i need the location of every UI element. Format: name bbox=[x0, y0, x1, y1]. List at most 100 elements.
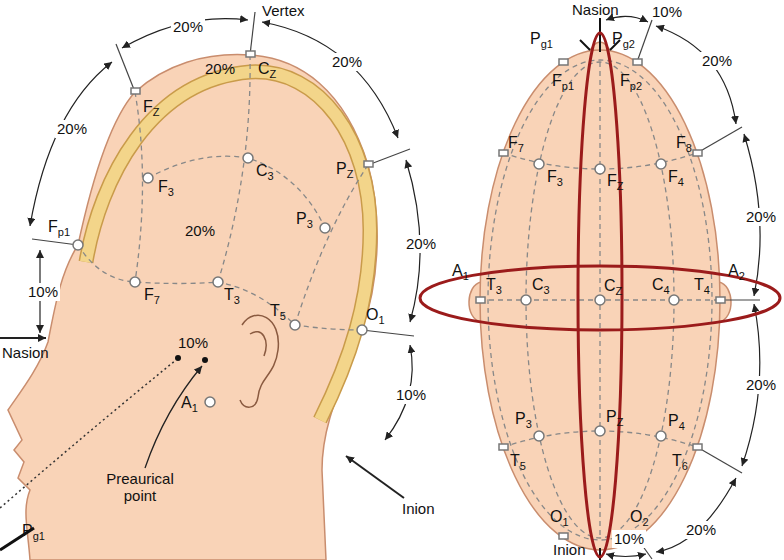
measure-tick bbox=[637, 20, 760, 559]
electrode bbox=[476, 297, 485, 303]
electrode-subscript: 3 bbox=[496, 284, 502, 296]
measure-tick bbox=[697, 447, 742, 473]
landmark-label: Nasion bbox=[572, 1, 619, 19]
ear bbox=[240, 315, 278, 407]
electrode-label: T3 bbox=[224, 286, 240, 305]
electrode-label: CZ bbox=[258, 60, 276, 79]
electrode-subscript: 8 bbox=[686, 142, 692, 154]
electrode-letter: O bbox=[366, 306, 378, 323]
head-top bbox=[469, 42, 731, 550]
electrode-subscript: 1 bbox=[378, 314, 384, 326]
measure-tick bbox=[250, 12, 255, 55]
electrode bbox=[364, 161, 373, 167]
electrode-label: A2 bbox=[728, 262, 745, 281]
highlight-oval bbox=[420, 266, 780, 330]
electrode-subscript: 4 bbox=[678, 176, 684, 188]
landmark-label: Inion bbox=[402, 500, 435, 518]
electrode-label: PZ bbox=[336, 160, 353, 179]
landmark-label: Vertex bbox=[262, 2, 305, 20]
percent-label: 20% bbox=[744, 376, 778, 394]
percent-label: 20% bbox=[205, 60, 235, 78]
electrode-subscript: 4 bbox=[679, 420, 685, 432]
electrode-label: FZ bbox=[143, 98, 160, 117]
electrode-subscript: Z bbox=[347, 168, 354, 180]
electrode-subscript: Z bbox=[617, 416, 624, 428]
electrode-grid-line bbox=[480, 60, 720, 540]
measure-tick bbox=[637, 20, 652, 62]
electrode-label: C3 bbox=[256, 162, 274, 181]
electrode-label: T5 bbox=[270, 302, 286, 321]
measure-arrow bbox=[606, 16, 760, 556]
percent-label: 10% bbox=[652, 3, 682, 21]
electrode-subscript: 4 bbox=[664, 284, 670, 296]
electrode-label: CZ bbox=[604, 277, 622, 296]
electrode-letter: T bbox=[672, 452, 682, 469]
measure-tick bbox=[116, 44, 135, 92]
electrode-letter: P bbox=[336, 160, 347, 177]
electrode-label: T5 bbox=[510, 452, 526, 471]
measure-tick bbox=[32, 239, 78, 245]
electrode-subscript: 1 bbox=[562, 516, 568, 528]
electrode-letter: C bbox=[258, 60, 270, 77]
electrode bbox=[716, 297, 725, 303]
measure-arrow bbox=[30, 19, 420, 440]
measure-arrow bbox=[262, 22, 398, 138]
electrode bbox=[633, 59, 642, 65]
electrode bbox=[213, 277, 223, 287]
landmark-label: Nasion bbox=[2, 344, 49, 362]
electrode-label: P3 bbox=[515, 410, 532, 429]
electrode-label: A1 bbox=[452, 262, 469, 281]
electrode-subscript: 3 bbox=[544, 284, 550, 296]
ear bbox=[250, 332, 266, 356]
electrode-grid-line bbox=[295, 165, 368, 325]
electrode-letter: T bbox=[694, 276, 704, 293]
highlight-oval bbox=[578, 33, 622, 557]
electrode bbox=[534, 431, 544, 441]
electrode-subscript: g1 bbox=[541, 38, 553, 50]
electrode-label: T6 bbox=[672, 452, 688, 471]
electrode-subscript: 6 bbox=[682, 460, 688, 472]
electrode-grid-line bbox=[526, 62, 674, 538]
electrode-letter: A bbox=[728, 262, 739, 279]
electrode-label: Fp2 bbox=[620, 72, 642, 91]
measure-tick bbox=[32, 12, 414, 336]
head-side bbox=[8, 55, 377, 560]
pointer-arrow bbox=[0, 337, 46, 339]
electrode bbox=[595, 295, 605, 305]
electrode-subscript: Z bbox=[617, 180, 624, 192]
electrode-letter: F bbox=[48, 218, 58, 235]
electrode-letter: A bbox=[452, 262, 463, 279]
electrode-label: Fp1 bbox=[48, 218, 70, 237]
electrode-letter: P bbox=[612, 30, 623, 47]
electrode-grid-line bbox=[78, 245, 362, 330]
head-side bbox=[8, 55, 377, 560]
ear bbox=[240, 315, 278, 407]
electrode-subscript: 3 bbox=[526, 418, 532, 430]
electrode-letter: F bbox=[144, 286, 154, 303]
percent-label: 20% bbox=[404, 235, 438, 253]
electrode-letter: F bbox=[620, 72, 630, 89]
electrode bbox=[357, 325, 367, 335]
electrode bbox=[143, 173, 153, 183]
electrode bbox=[595, 426, 605, 436]
measure-tick bbox=[368, 149, 410, 165]
electrode bbox=[656, 159, 666, 169]
electrode-subscript: 1 bbox=[192, 402, 198, 414]
electrode-letter: P bbox=[22, 522, 33, 539]
electrode bbox=[534, 159, 544, 169]
electrode-letter: F bbox=[158, 178, 168, 195]
electrode-letter: F bbox=[143, 98, 153, 115]
electrode-grid-line bbox=[135, 92, 143, 282]
electrode bbox=[499, 444, 508, 450]
electrode-subscript: 3 bbox=[268, 170, 274, 182]
reference-wire bbox=[175, 355, 181, 361]
percent-label: 10% bbox=[178, 334, 208, 352]
percent-label: 10% bbox=[394, 386, 428, 404]
electrode-label: C3 bbox=[532, 276, 550, 295]
electrode-letter: F bbox=[552, 72, 562, 89]
electrode-grid-line bbox=[78, 55, 368, 330]
percent-label: 10% bbox=[612, 530, 646, 548]
electrode bbox=[131, 88, 140, 94]
highlight-oval bbox=[420, 33, 780, 557]
